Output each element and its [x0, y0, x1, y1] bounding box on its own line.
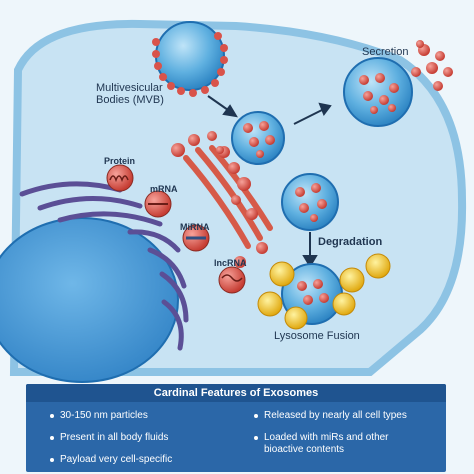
- lysosome-vesicle-cargo: [297, 279, 329, 305]
- feature-right-2-line1: Loaded with miRs and other: [264, 432, 389, 443]
- bullet-icon: [50, 414, 54, 418]
- arrow-to-secretion: [293, 102, 332, 125]
- label-lysosome-fusion: Lysosome Fusion: [274, 330, 360, 342]
- mirna-icon: [182, 224, 210, 252]
- label-lncrna: lncRNA: [214, 258, 247, 268]
- vesicle-degradation: [281, 173, 339, 231]
- label-mrna: mRNA: [150, 184, 178, 194]
- bullet-icon: [50, 458, 54, 462]
- label-secretion: Secretion: [362, 46, 409, 58]
- secretion-vesicle: [343, 57, 413, 127]
- nucleus: [0, 217, 179, 383]
- cardinal-features-panel: Cardinal Features of Exosomes 30-150 nm …: [26, 384, 446, 472]
- vesicle-middle-cargo: [243, 121, 275, 158]
- bullet-icon: [254, 414, 258, 418]
- label-mvb-line1: Multivesicular: [96, 82, 163, 94]
- arrow-degradation: [302, 232, 318, 268]
- lncrna-icon: [218, 266, 246, 294]
- label-mvb-line2: Bodies (MVB): [96, 94, 164, 106]
- secreted-exosomes: [411, 40, 453, 91]
- panel-title: Cardinal Features of Exosomes: [26, 384, 446, 402]
- secretion-vesicle-cargo: [359, 73, 399, 114]
- label-protein: Protein: [104, 156, 136, 166]
- label-degradation: Degradation: [318, 236, 383, 248]
- feature-left-1: 30-150 nm particles: [60, 410, 148, 421]
- protein-icon: [106, 164, 134, 192]
- feature-right-2-line2: bioactive contents: [264, 444, 345, 455]
- bullet-icon: [254, 436, 258, 440]
- lysosomes: [257, 253, 391, 330]
- budding-mvb-surface-dots: [152, 32, 228, 97]
- feature-left-2: Present in all body fluids: [60, 432, 169, 443]
- endoplasmic-reticulum: [19, 181, 189, 351]
- feature-right-1: Released by nearly all cell types: [264, 410, 407, 421]
- label-mirna: MiRNA: [180, 222, 210, 232]
- bullet-icon: [50, 436, 54, 440]
- vesicle-degradation-cargo: [295, 183, 327, 222]
- arrow-mvb-to-vesicle: [207, 95, 238, 118]
- golgi-vesicles: [171, 131, 268, 268]
- feature-left-3: Payload very cell-specific: [60, 454, 173, 465]
- mrna-icon: [144, 190, 172, 218]
